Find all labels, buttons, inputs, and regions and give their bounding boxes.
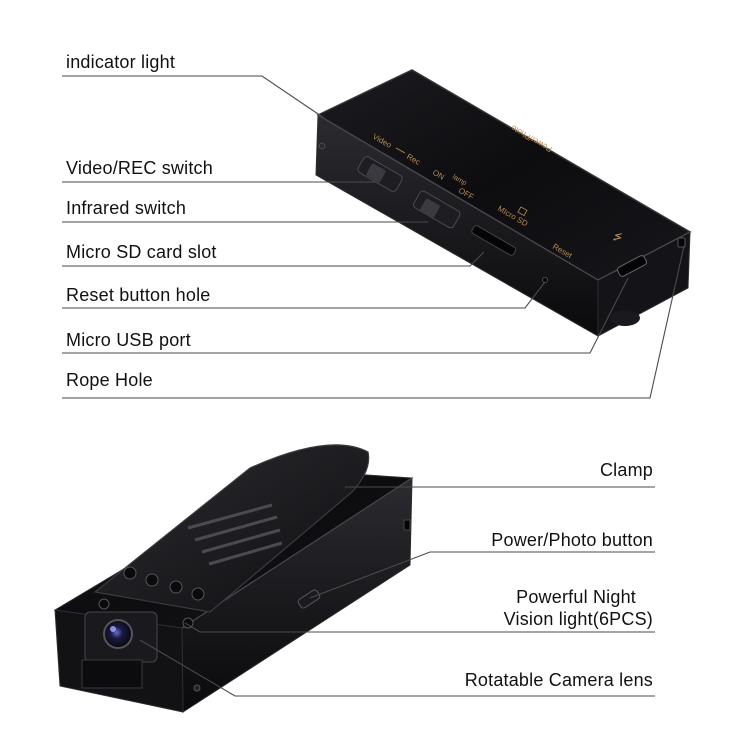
label-video-rec-switch: Video/REC switch [66,158,213,178]
label-rope-hole: Rope Hole [66,370,153,390]
label-indicator-light: indicator light [66,52,176,72]
label-reset-hole: Reset button hole [66,285,211,305]
bottom-device [53,444,414,713]
label-infrared-switch: Infrared switch [66,198,187,218]
label-power-photo-button: Power/Photo button [491,530,653,550]
label-night-vision-line2: Vision light(6PCS) [503,609,653,629]
label-rotatable-lens: Rotatable Camera lens [464,670,653,690]
indicator-light [318,142,326,150]
micro-sd-slot [471,225,517,256]
camera-lens [103,619,133,649]
label-clamp: Clamp [599,460,653,480]
night-vision-leds [98,566,205,629]
power-photo-button [297,589,321,609]
top-device: Power/Photo Video Rec ON lamp OFF MIcro … [315,69,692,337]
label-night-vision-line1: Powerful Night [516,587,636,607]
label-micro-usb-port: Micro USB port [66,330,191,350]
leader-lines [62,75,685,697]
rope-hole [677,237,686,248]
label-micro-sd-slot: Micro SD card slot [66,242,217,262]
reset-hole [542,276,549,283]
micro-usb-port [616,255,648,277]
